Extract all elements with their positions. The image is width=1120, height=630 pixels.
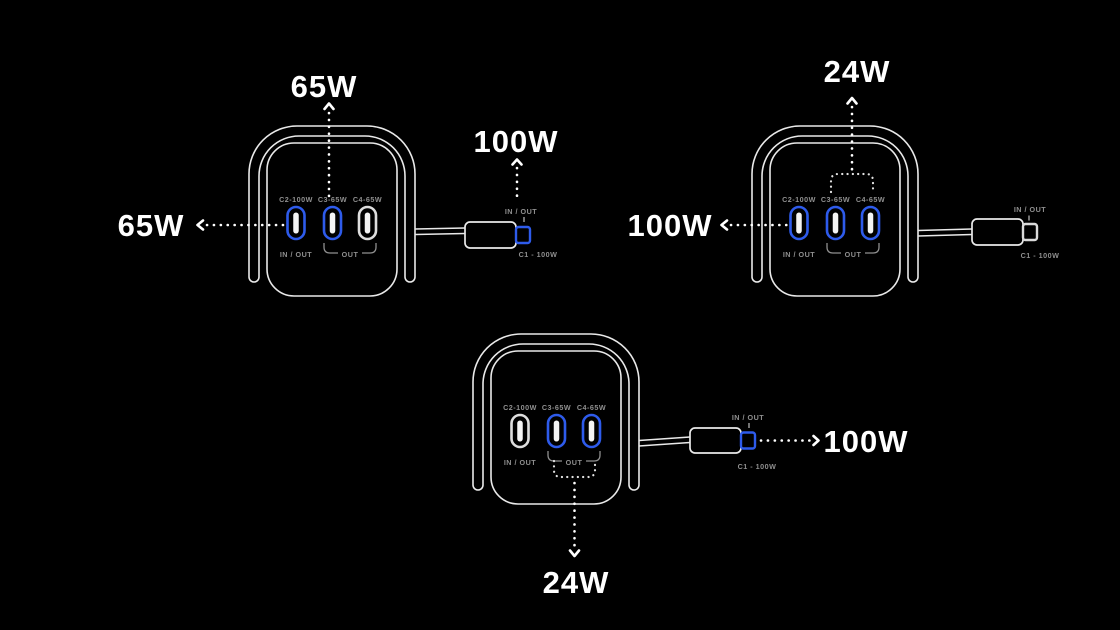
port-label-c3: C3-65W <box>821 195 850 204</box>
usb-c-plug <box>464 221 517 249</box>
charger-face <box>266 142 398 297</box>
usb-c-plug-tip <box>739 431 757 450</box>
cable-id-label: C1 - 100W <box>738 462 777 471</box>
port-c2-io-label: IN / OUT <box>783 250 815 259</box>
charger-scenario-3: C2-100W C3-65W C4-65W IN / OUT OUT <box>472 333 909 600</box>
cable-io-label: IN / OUT <box>1014 205 1046 214</box>
arrowhead-down <box>568 549 581 558</box>
usb-c-port-c4 <box>860 205 881 241</box>
port-label-c2: C2-100W <box>503 403 537 412</box>
port-label-c2: C2-100W <box>782 195 816 204</box>
cable-io-label: IN / OUT <box>732 413 764 422</box>
out-bracket <box>323 243 377 254</box>
arrowhead-left <box>720 219 729 231</box>
wattage-label: 24W <box>543 565 610 600</box>
usb-c-plug-tip <box>514 225 532 245</box>
port-c2-io-label: IN / OUT <box>504 458 536 467</box>
group-bracket <box>552 459 597 479</box>
wattage-label: 65W <box>291 69 358 104</box>
charger-shell <box>751 125 919 283</box>
annotation-c2-100w: 100W <box>628 208 793 243</box>
usb-c-port-c2 <box>286 205 306 241</box>
usb-c-port-c4 <box>581 413 602 449</box>
wattage-label: 100W <box>824 424 909 459</box>
charger-shell <box>248 125 416 283</box>
wattage-label: 100W <box>474 124 559 159</box>
usb-c-plug <box>689 427 742 454</box>
annotation-cable-100w: 100W <box>759 424 909 459</box>
cable-io-label: IN / OUT <box>505 207 537 216</box>
annotation-cable-100w: 100W <box>474 124 559 199</box>
port-label-c4: C4-65W <box>856 195 885 204</box>
charger-body: C2-100W C3-65W C4-65W IN / OUT OUT <box>751 125 919 297</box>
arrowhead-up <box>323 102 335 111</box>
port-c2-io-label: IN / OUT <box>280 250 312 259</box>
charger-face <box>769 142 901 297</box>
annotation-c3-c4-24w: 24W <box>824 54 891 194</box>
port-label-c4: C4-65W <box>353 195 382 204</box>
usb-c-port-c2 <box>789 205 809 241</box>
cable-c1: IN / OUT C1 - 100W <box>638 413 777 471</box>
usb-c-port-c3 <box>546 413 567 449</box>
out-bracket-label: OUT <box>566 458 583 467</box>
cable-id-label: C1 - 100W <box>1021 251 1060 260</box>
charger-scenario-2: C2-100W C3-65W C4-65W IN / OUT OUT <box>628 54 1060 297</box>
cable-id-label: C1 - 100W <box>519 250 558 259</box>
group-bracket <box>829 172 875 194</box>
arrowhead-up <box>846 96 858 105</box>
annotation-c3-65w: 65W <box>291 69 358 201</box>
wattage-label: 24W <box>824 54 891 89</box>
arrowhead-right <box>812 434 820 447</box>
usb-c-plug <box>971 218 1024 246</box>
usb-c-port-c4 <box>357 205 378 241</box>
usb-c-plug-tip <box>1021 222 1039 242</box>
usb-c-port-c3 <box>322 205 343 241</box>
out-bracket-label: OUT <box>845 250 862 259</box>
annotation-c2-65w: 65W <box>118 208 286 243</box>
cable-c1: IN / OUT C1 - 100W <box>414 207 558 259</box>
charger-body: C2-100W C3-65W C4-65W IN / OUT OUT <box>248 125 416 297</box>
out-bracket <box>826 243 880 254</box>
annotation-c3-c4-24w: 24W <box>543 459 610 600</box>
arrowhead-left <box>196 219 205 231</box>
usb-c-port-c2 <box>510 413 530 449</box>
charger-body: C2-100W C3-65W C4-65W IN / OUT OUT <box>472 333 640 505</box>
port-label-c3: C3-65W <box>542 403 571 412</box>
charger-face <box>490 350 622 505</box>
port-label-c4: C4-65W <box>577 403 606 412</box>
usb-c-port-c3 <box>825 205 846 241</box>
port-label-c3: C3-65W <box>318 195 347 204</box>
out-bracket-label: OUT <box>342 250 359 259</box>
arrowhead-up <box>511 158 523 166</box>
wattage-label: 100W <box>628 208 713 243</box>
cable-c1: IN / OUT C1 - 100W <box>917 205 1060 260</box>
charger-scenario-1: C2-100W C3-65W C4-65W IN / OUT OUT <box>118 69 559 297</box>
wattage-label: 65W <box>118 208 185 243</box>
charger-shell <box>472 333 640 491</box>
port-label-c2: C2-100W <box>279 195 313 204</box>
